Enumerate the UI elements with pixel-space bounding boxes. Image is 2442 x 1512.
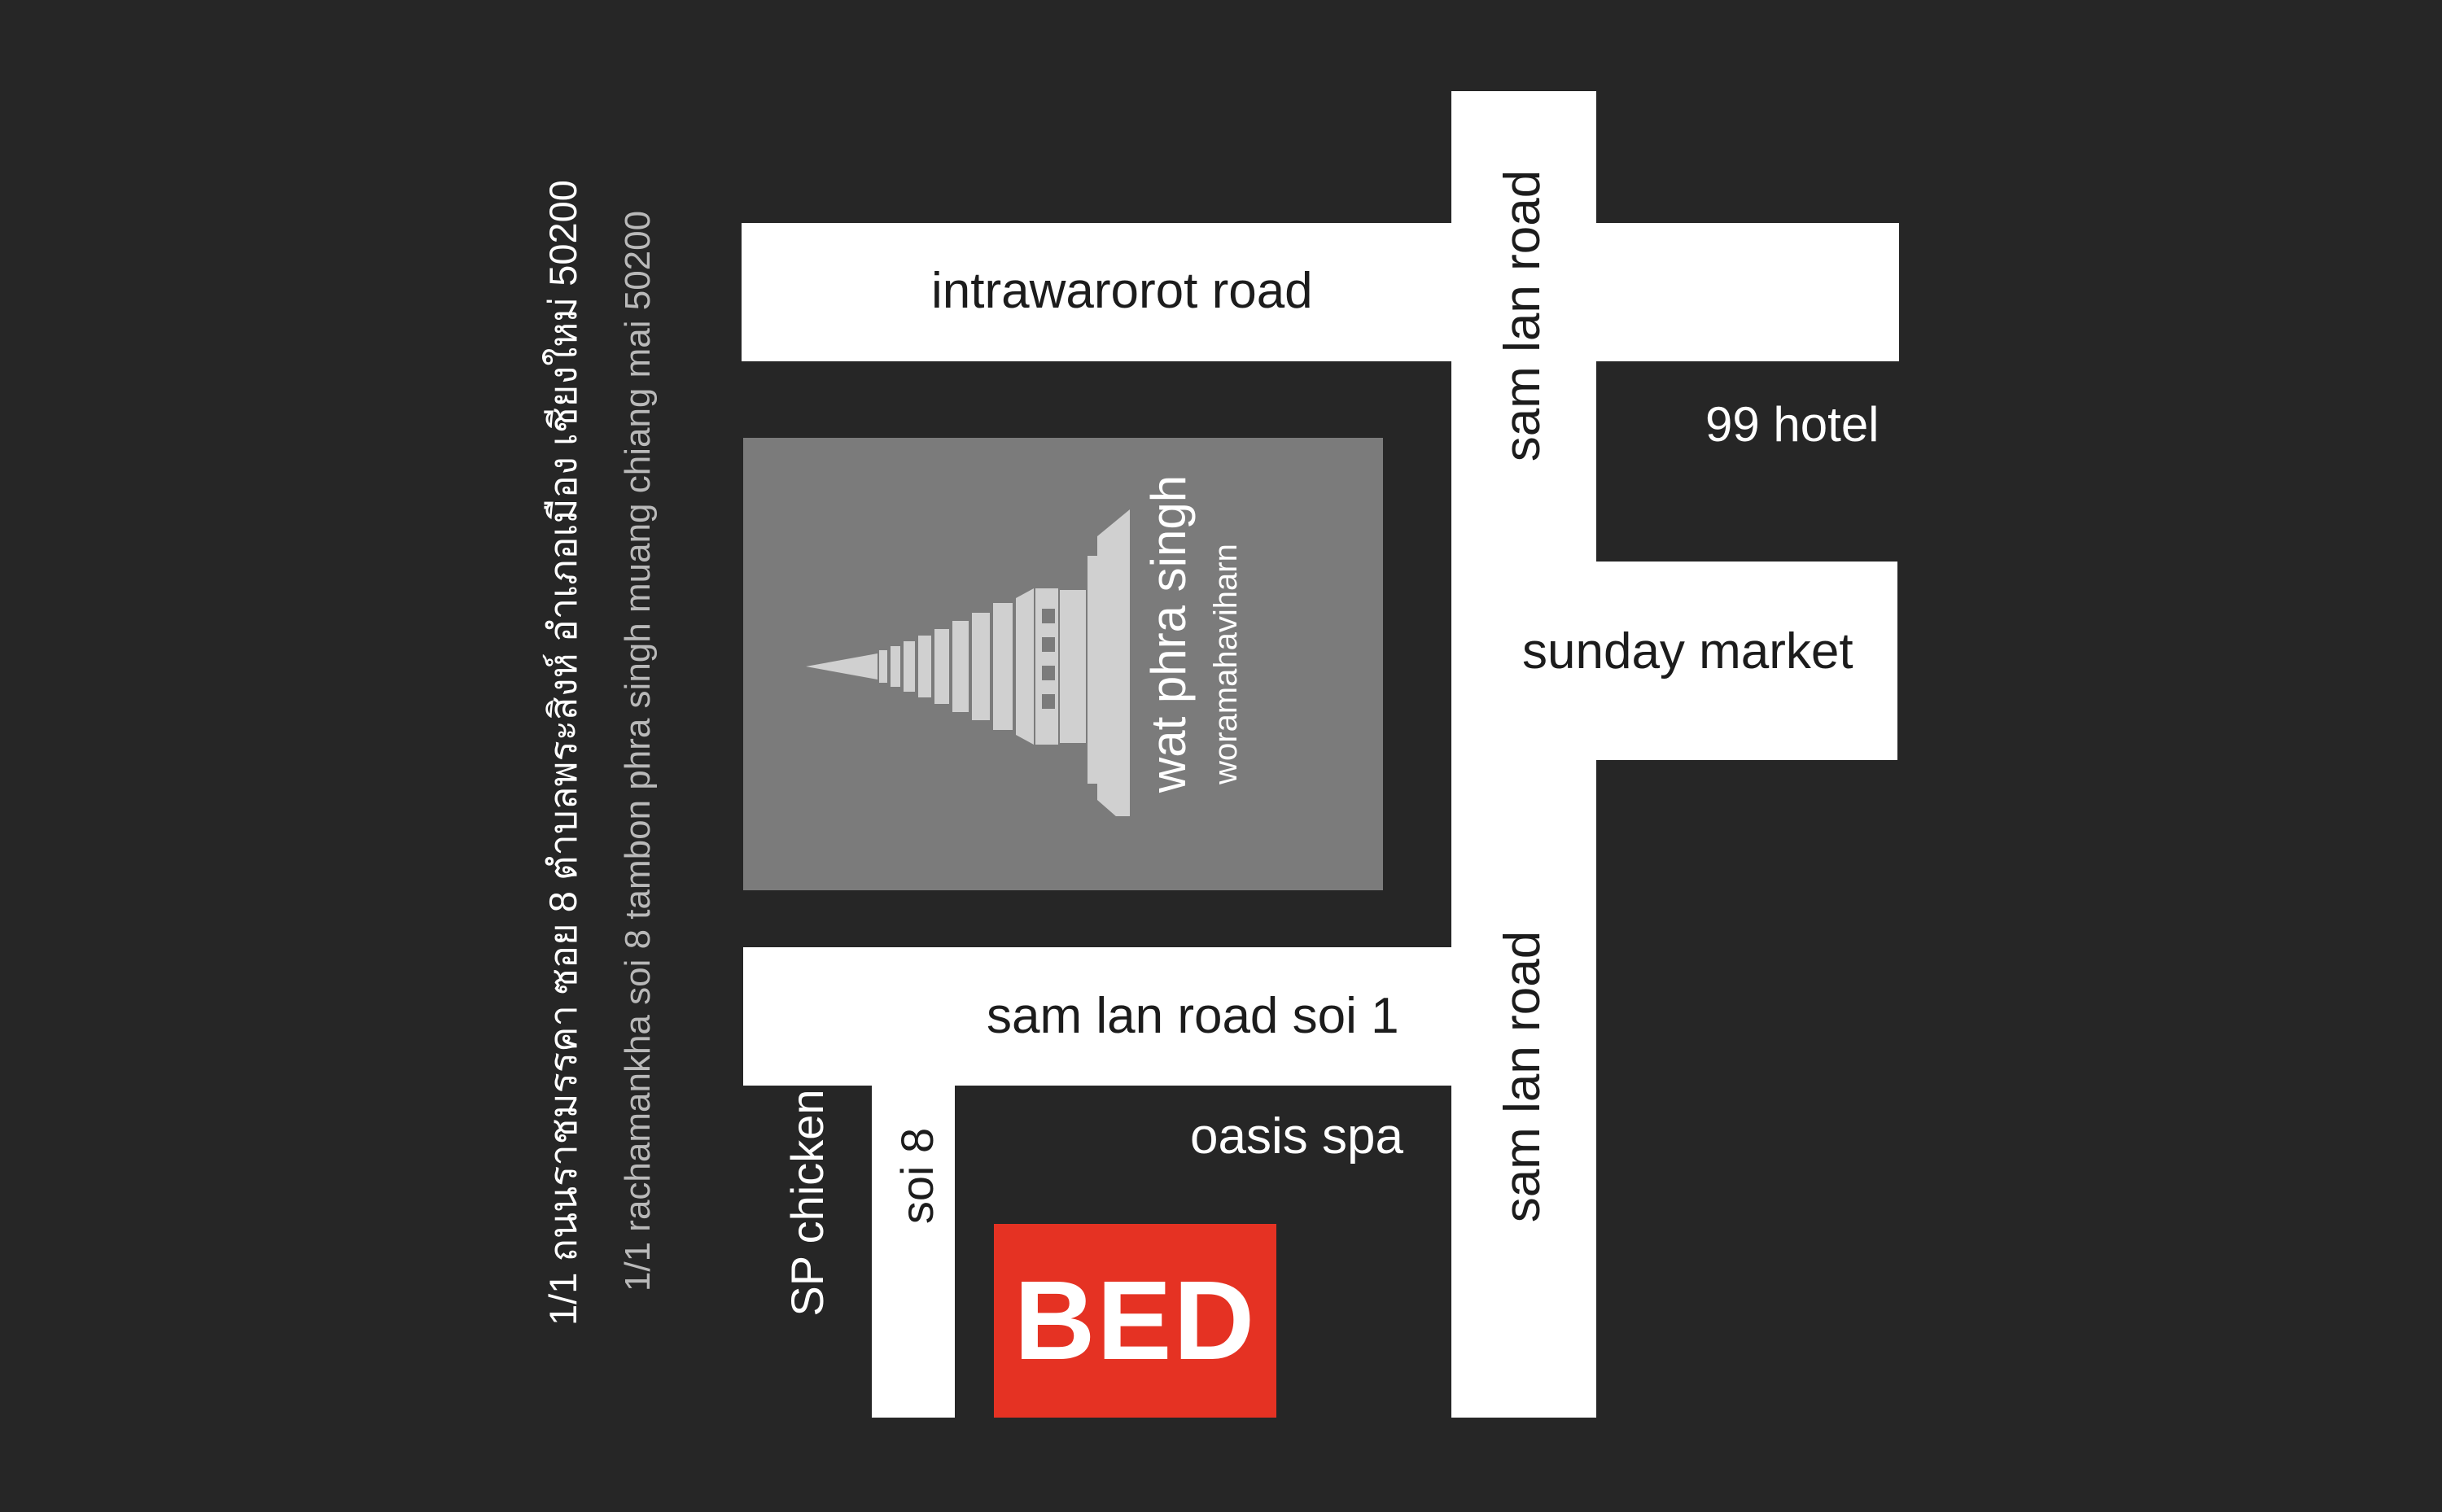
sp-chicken-label: SP chicken [781, 1089, 833, 1317]
temple-name: wat phra singh [1141, 474, 1196, 793]
address-thai: 1/1 ถนนราชมรรคา ซอย 8 ตำบลพระสิงห์ อำเภอ… [541, 180, 584, 1326]
soi-8-road [872, 1082, 955, 1418]
sunday-market-block [1594, 562, 1897, 760]
chedi-icon [806, 509, 1130, 816]
oasis-spa-label: oasis spa [1190, 1108, 1403, 1165]
intrawarorot-road-label: intrawarorot road [931, 263, 1313, 319]
destination-bed-marker: BED [994, 1224, 1276, 1418]
hotel-99-label: 99 hotel [1705, 397, 1880, 452]
intrawarorot-road [742, 223, 1899, 361]
destination-label: BED [1013, 1258, 1257, 1383]
soi-8-label: soi 8 [891, 1127, 943, 1225]
sunday-market-label: sunday market [1522, 623, 1853, 680]
sam-lan-road-soi-1-label: sam lan road soi 1 [987, 988, 1399, 1044]
sam-lan-road [1451, 91, 1596, 1418]
wat-phra-singh-block: wat phra singh woramahaviharn [743, 438, 1383, 890]
sam-lan-road-soi-1 [743, 947, 1453, 1086]
address-english: 1/1 rachamankha soi 8 tambon phra singh … [618, 210, 658, 1292]
temple-subtitle: woramahaviharn [1208, 544, 1244, 784]
sam-lan-road-north-label: sam lan road [1495, 169, 1551, 462]
sam-lan-road-south-label: sam lan road [1495, 930, 1551, 1223]
